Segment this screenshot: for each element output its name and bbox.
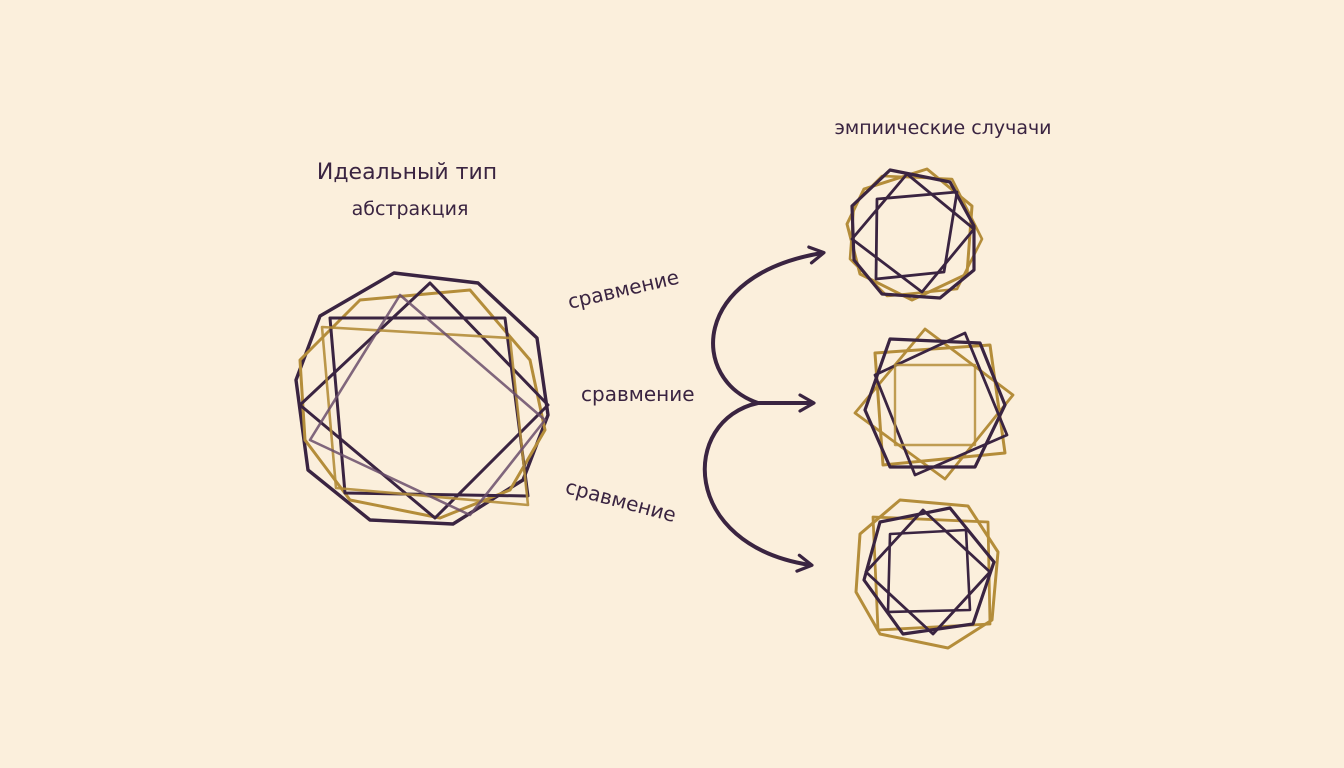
comparison-arrows: [702, 245, 826, 573]
arrow-to-case-3: [702, 401, 814, 573]
empirical-case-1: [845, 167, 984, 302]
ideal-type-subtitle: абстракция: [351, 198, 469, 220]
ideal-outer-polygon: [294, 271, 550, 526]
empirical-cases-title: эмпиические случачи: [834, 117, 1052, 139]
empirical-case-3: [854, 498, 1000, 650]
ideal-square-tilted: [328, 316, 530, 498]
ideal-square-inner: [308, 293, 547, 517]
arrow-to-case-1: [711, 245, 826, 405]
ideal-type-title: Идеальный тип: [316, 160, 498, 185]
ideal-type-shape: [294, 271, 550, 526]
empirical-case-2: [853, 327, 1015, 481]
comparison-label-2: сравмение: [581, 382, 695, 406]
ideal-gold-polygon: [298, 288, 547, 520]
ideal-square-diamond: [298, 281, 550, 520]
